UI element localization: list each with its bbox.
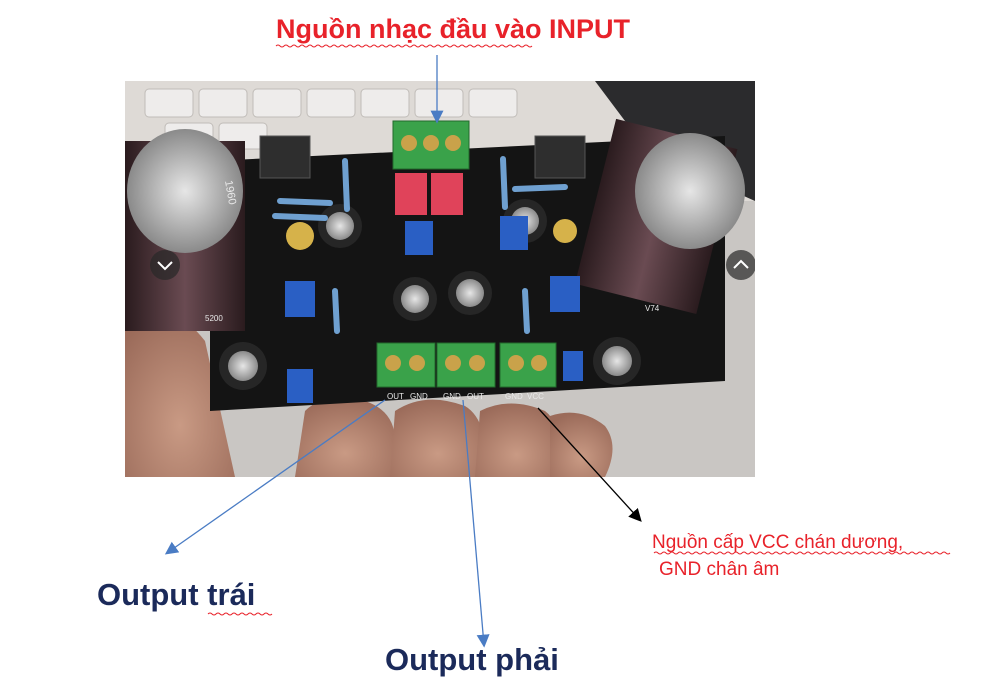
capacitor-right bbox=[575, 118, 745, 315]
film-capacitor-1 bbox=[395, 173, 427, 215]
spellcheck-underline-note bbox=[653, 551, 951, 555]
power-supply-note: Nguồn cấp VCC chán dương, GND chân âm bbox=[652, 529, 903, 583]
input-source-label: Nguồn nhạc đầu vào INPUT bbox=[276, 14, 631, 44]
output-terminal-right bbox=[436, 342, 496, 388]
power-supply-note-line1: Nguồn cấp VCC chán dương, bbox=[652, 532, 904, 553]
silk-out-2: OUT bbox=[467, 392, 484, 401]
silk-gnd-2: GND bbox=[443, 392, 461, 401]
film-capacitor-2 bbox=[431, 173, 463, 215]
arrow-to-output-right bbox=[462, 399, 490, 648]
silk-gnd-3: GND bbox=[505, 392, 523, 401]
transistor-left bbox=[259, 135, 311, 179]
capacitor-left bbox=[125, 129, 245, 331]
resistors bbox=[272, 156, 568, 334]
carousel-next-icon[interactable] bbox=[726, 250, 755, 280]
silk-vcc: VCC bbox=[527, 392, 544, 401]
spellcheck-underline-title bbox=[275, 44, 533, 48]
trimmer-potentiometers bbox=[285, 216, 583, 403]
silk-out-1: OUT bbox=[387, 392, 404, 401]
terminal-silkscreen: OUT GND GND OUT GND VCC 5200 1960 V74 bbox=[205, 179, 660, 401]
silk-v74: V74 bbox=[645, 304, 660, 313]
hand-thumb bbox=[125, 305, 235, 477]
carousel-prev-icon[interactable] bbox=[150, 250, 180, 280]
silk-gnd-1: GND bbox=[410, 392, 428, 401]
arrow-to-power-note bbox=[537, 407, 642, 522]
arrow-to-output-left bbox=[164, 399, 386, 555]
silk-5200: 5200 bbox=[205, 314, 223, 323]
silk-1960: 1960 bbox=[222, 179, 238, 205]
output-left-label: Output trái bbox=[97, 577, 256, 612]
power-supply-note-line2: GND chân âm bbox=[659, 559, 780, 580]
amplifier-board-photo: OUT GND GND OUT GND VCC 5200 1960 V74 bbox=[125, 81, 755, 477]
output-terminal-left bbox=[376, 342, 436, 388]
board-illustration: OUT GND GND OUT GND VCC 5200 1960 V74 bbox=[125, 81, 755, 477]
spellcheck-underline-trai bbox=[207, 612, 273, 616]
output-right-label: Output phải bbox=[385, 642, 559, 677]
power-terminal bbox=[499, 342, 557, 388]
transistor-right bbox=[534, 135, 586, 179]
